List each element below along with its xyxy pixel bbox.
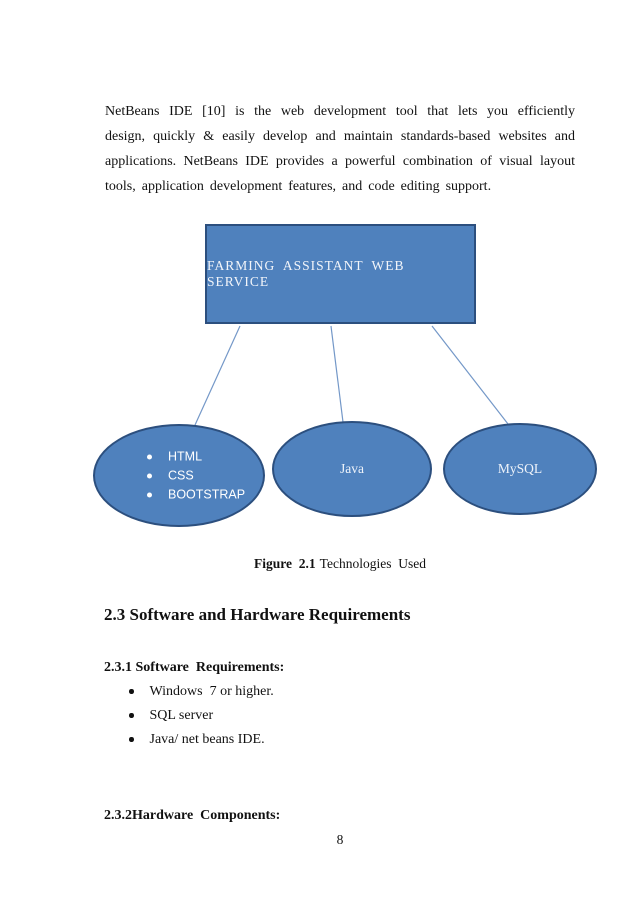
figure-caption-number: Figure 2.1 xyxy=(254,556,316,571)
bullet-icon xyxy=(129,737,134,742)
bullet-icon xyxy=(129,689,134,694)
java-node-label: Java xyxy=(340,461,364,476)
software-requirement-label: Windows 7 or higher. xyxy=(149,683,274,699)
connector-line-right xyxy=(431,325,509,425)
diagram-node-java: Java xyxy=(272,421,432,517)
subsection-heading-software: 2.3.1 Software Requirements: xyxy=(104,660,285,675)
diagram-root-node: FARMING ASSISTANT WEB SERVICE xyxy=(205,224,476,324)
connector-line-left xyxy=(194,325,241,426)
bullet-icon xyxy=(147,492,152,497)
bullet-icon xyxy=(147,454,152,459)
mysql-node-label: MySQL xyxy=(497,461,543,476)
software-requirement-label: Java/ net beans IDE. xyxy=(149,731,265,747)
intro-paragraph: NetBeans IDE [10] is the web development… xyxy=(105,104,575,194)
figure-caption-text: Technologies Used xyxy=(319,556,426,571)
connector-line-middle xyxy=(330,325,344,423)
web-stack-item-label: HTML xyxy=(168,449,203,463)
section-heading: 2.3 Software and Hardware Requirements xyxy=(104,605,411,624)
web-stack-item-label: CSS xyxy=(168,468,194,482)
list-item: Java/ net beans IDE. xyxy=(129,732,274,747)
bullet-icon xyxy=(129,713,134,718)
page-number: 8 xyxy=(336,832,344,847)
web-stack-list: HTML CSS BOOTSTRAP xyxy=(147,447,245,504)
subsection-heading-hardware: 2.3.2Hardware Components: xyxy=(104,808,281,823)
list-item: Windows 7 or higher. xyxy=(129,684,274,699)
list-item: HTML xyxy=(147,447,245,466)
software-requirement-label: SQL server xyxy=(149,707,214,723)
bullet-icon xyxy=(147,473,152,478)
diagram-node-web-stack: HTML CSS BOOTSTRAP xyxy=(93,424,265,527)
software-requirements-list: Windows 7 or higher. SQL server Java/ ne… xyxy=(129,684,274,756)
list-item: SQL server xyxy=(129,708,274,723)
list-item: BOOTSTRAP xyxy=(147,485,245,504)
diagram-node-mysql: MySQL xyxy=(443,423,597,515)
diagram-root-label: FARMING ASSISTANT WEB SERVICE xyxy=(207,258,413,289)
web-stack-item-label: BOOTSTRAP xyxy=(168,487,246,501)
list-item: CSS xyxy=(147,466,245,485)
